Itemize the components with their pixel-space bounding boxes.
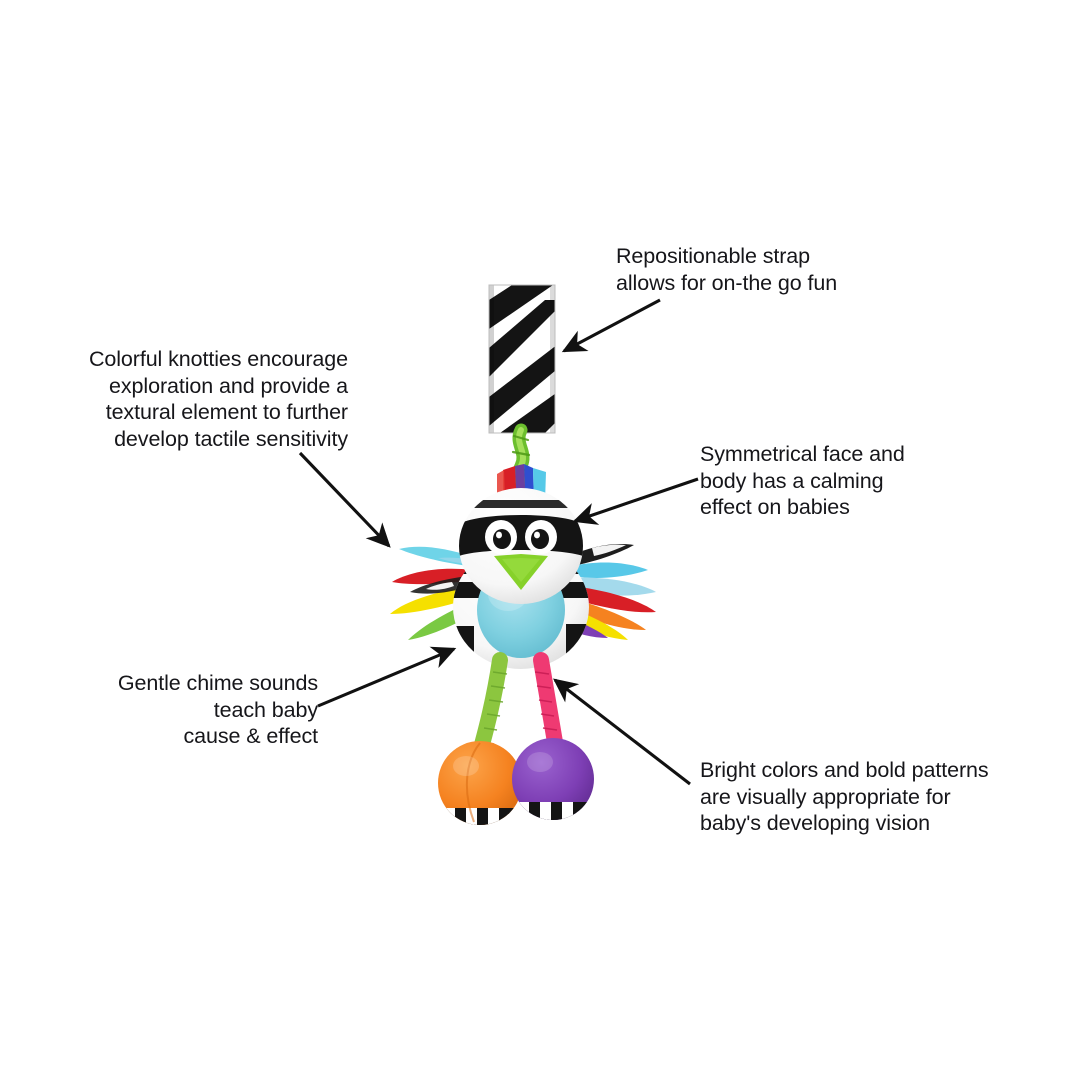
callout-symmetrical-face: Symmetrical face and body has a calming … — [700, 442, 905, 519]
orange-foot-graphic — [438, 741, 522, 825]
callout-gentle-chime: Gentle chime sounds teach baby cause & e… — [117, 671, 318, 748]
purple-foot-graphic — [512, 738, 594, 820]
callout-colorful-knotties: Colorful knotties encourage exploration … — [88, 347, 348, 451]
beak-graphic — [494, 554, 548, 590]
callout-repositionable-strap: Repositionable strap allows for on-the g… — [616, 244, 838, 295]
callout-bright-colors: Bright colors and bold patterns are visu… — [700, 758, 989, 835]
bird-eyes-graphic — [485, 520, 557, 554]
bird-head-graphic — [459, 488, 583, 604]
legs-graphic — [472, 652, 564, 760]
strap-graphic — [489, 285, 555, 433]
